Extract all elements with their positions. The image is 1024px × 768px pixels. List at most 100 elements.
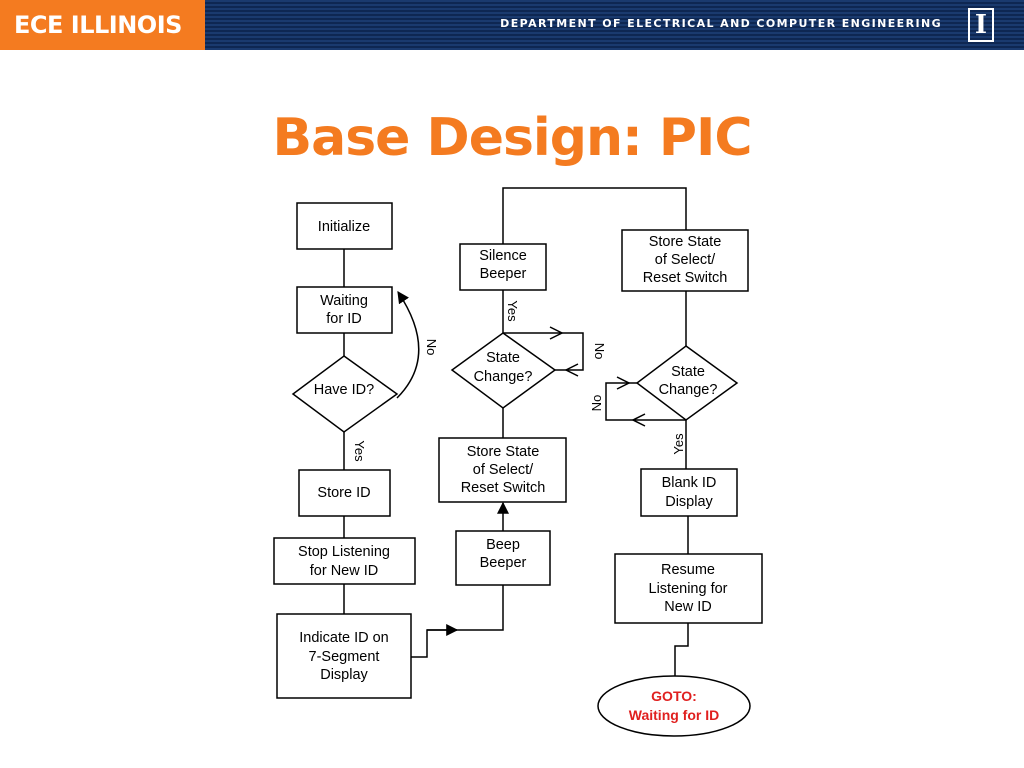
svg-text:Reset Switch: Reset Switch bbox=[643, 270, 728, 286]
goto-label-2: Waiting for ID bbox=[629, 707, 719, 723]
silence-label-1: Silence bbox=[479, 248, 527, 264]
state-change-2-label-1: State bbox=[671, 364, 705, 380]
node-store-state-2 bbox=[621, 229, 749, 292]
state-change-1-label-2: Change? bbox=[474, 369, 533, 385]
have-id-no-label: No bbox=[424, 339, 439, 356]
beep-label-1: Beep bbox=[486, 537, 520, 553]
svg-text:Store State: Store State bbox=[467, 444, 540, 460]
initialize-label: Initialize bbox=[318, 219, 370, 235]
svg-text:Listening for: Listening for bbox=[649, 581, 728, 597]
resume-label-2: Listening for bbox=[649, 581, 728, 597]
edge-statechange2-no-chevron-bot bbox=[631, 413, 646, 427]
edge-statechange2-no-chevron-top bbox=[616, 376, 631, 390]
have-id-yes-label: Yes bbox=[352, 440, 367, 462]
svg-text:Change?: Change? bbox=[474, 369, 533, 385]
store-state-2-label-1: Store State bbox=[649, 234, 722, 250]
svg-text:Display: Display bbox=[320, 667, 368, 683]
svg-text:Beeper: Beeper bbox=[480, 266, 527, 282]
blank-id-label-2: Display bbox=[665, 494, 713, 510]
svg-text:Store State: Store State bbox=[649, 234, 722, 250]
svg-text:State: State bbox=[486, 350, 520, 366]
svg-text:State: State bbox=[671, 364, 705, 380]
illinois-logo-icon: I bbox=[974, 10, 988, 40]
svg-text:7-Segment: 7-Segment bbox=[309, 649, 380, 665]
waiting-label-2: for ID bbox=[326, 311, 361, 327]
edge-silence-storestate2 bbox=[502, 187, 687, 244]
state-change-2-yes-label: Yes bbox=[671, 433, 686, 455]
svg-text:of Select/: of Select/ bbox=[473, 462, 534, 478]
stop-listening-label-2: for New ID bbox=[310, 563, 379, 579]
goto-label-1: GOTO: bbox=[651, 688, 697, 704]
department-name: DEPARTMENT OF ELECTRICAL AND COMPUTER EN… bbox=[500, 17, 942, 30]
store-state-2-label-2: of Select/ bbox=[655, 252, 716, 268]
resume-label-3: New ID bbox=[664, 599, 712, 615]
svg-text:Indicate ID on: Indicate ID on bbox=[299, 630, 388, 646]
svg-text:Initialize: Initialize bbox=[318, 219, 370, 235]
node-silence-beeper bbox=[459, 243, 547, 291]
beep-label-2: Beeper bbox=[480, 555, 527, 571]
node-have-id-diamond bbox=[291, 355, 399, 433]
indicate-label-3: Display bbox=[320, 667, 368, 683]
resume-label-1: Resume bbox=[661, 562, 715, 578]
state-change-1-yes-label: Yes bbox=[505, 300, 520, 322]
store-id-label: Store ID bbox=[317, 485, 370, 501]
node-initialize bbox=[296, 202, 393, 250]
indicate-label-2: 7-Segment bbox=[309, 649, 380, 665]
node-waiting-for-id bbox=[296, 286, 393, 334]
edge-statechange1-no-loop bbox=[503, 332, 584, 371]
svg-text:Waiting: Waiting bbox=[320, 293, 368, 309]
waiting-label-1: Waiting bbox=[320, 293, 368, 309]
svg-text:Reset Switch: Reset Switch bbox=[461, 480, 546, 496]
header-stripes bbox=[205, 0, 1024, 50]
node-goto-waiting bbox=[597, 675, 751, 737]
node-blank-id bbox=[640, 468, 738, 517]
svg-text:Beep: Beep bbox=[486, 537, 520, 553]
svg-text:No: No bbox=[424, 339, 439, 356]
edge-statechange2-no-loop bbox=[605, 382, 686, 421]
edge-indicate-beep bbox=[411, 585, 504, 658]
svg-text:Stop Listening: Stop Listening bbox=[298, 544, 390, 560]
edge-statechange1-no-chevron-bot bbox=[564, 363, 579, 377]
svg-text:Yes: Yes bbox=[671, 433, 686, 455]
svg-text:Display: Display bbox=[665, 494, 713, 510]
indicate-label-1: Indicate ID on bbox=[299, 630, 388, 646]
node-store-id bbox=[298, 469, 391, 517]
svg-text:Waiting for ID: Waiting for ID bbox=[629, 707, 719, 723]
state-change-2-no-label: No bbox=[589, 395, 604, 412]
svg-text:Beeper: Beeper bbox=[480, 555, 527, 571]
store-state-1-label-3: Reset Switch bbox=[461, 480, 546, 496]
edge-resume-goto bbox=[674, 623, 689, 678]
node-stop-listening bbox=[273, 537, 416, 585]
blank-id-label-1: Blank ID bbox=[662, 475, 717, 491]
state-change-1-label-1: State bbox=[486, 350, 520, 366]
brand-logo-text[interactable]: ECE ILLINOIS bbox=[0, 0, 205, 50]
svg-text:No: No bbox=[589, 395, 604, 412]
svg-text:Resume: Resume bbox=[661, 562, 715, 578]
node-store-state-1 bbox=[438, 437, 567, 503]
svg-text:Store ID: Store ID bbox=[317, 485, 370, 501]
svg-text:Have ID?: Have ID? bbox=[314, 382, 374, 398]
svg-text:Blank ID: Blank ID bbox=[662, 475, 717, 491]
state-change-1-no-label: No bbox=[592, 343, 607, 360]
svg-text:for ID: for ID bbox=[326, 311, 361, 327]
node-state-change-2-diamond bbox=[635, 345, 739, 421]
store-state-1-label-1: Store State bbox=[467, 444, 540, 460]
edge-statechange1-no-chevron-top bbox=[549, 326, 564, 340]
state-change-2-label-2: Change? bbox=[659, 382, 718, 398]
svg-text:New ID: New ID bbox=[664, 599, 712, 615]
store-state-2-label-3: Reset Switch bbox=[643, 270, 728, 286]
store-state-1-label-2: of Select/ bbox=[473, 462, 534, 478]
silence-label-2: Beeper bbox=[480, 266, 527, 282]
node-indicate-id bbox=[276, 613, 412, 699]
edge-haveid-no-loop bbox=[396, 291, 420, 399]
svg-text:Yes: Yes bbox=[505, 300, 520, 322]
illinois-logo-frame bbox=[968, 8, 994, 42]
svg-text:of Select/: of Select/ bbox=[655, 252, 716, 268]
svg-text:Change?: Change? bbox=[659, 382, 718, 398]
node-resume-listening bbox=[614, 553, 763, 624]
svg-text:Silence: Silence bbox=[479, 248, 527, 264]
stop-listening-label-1: Stop Listening bbox=[298, 544, 390, 560]
have-id-label: Have ID? bbox=[314, 382, 374, 398]
slide-title: Base Design: PIC bbox=[272, 108, 752, 168]
